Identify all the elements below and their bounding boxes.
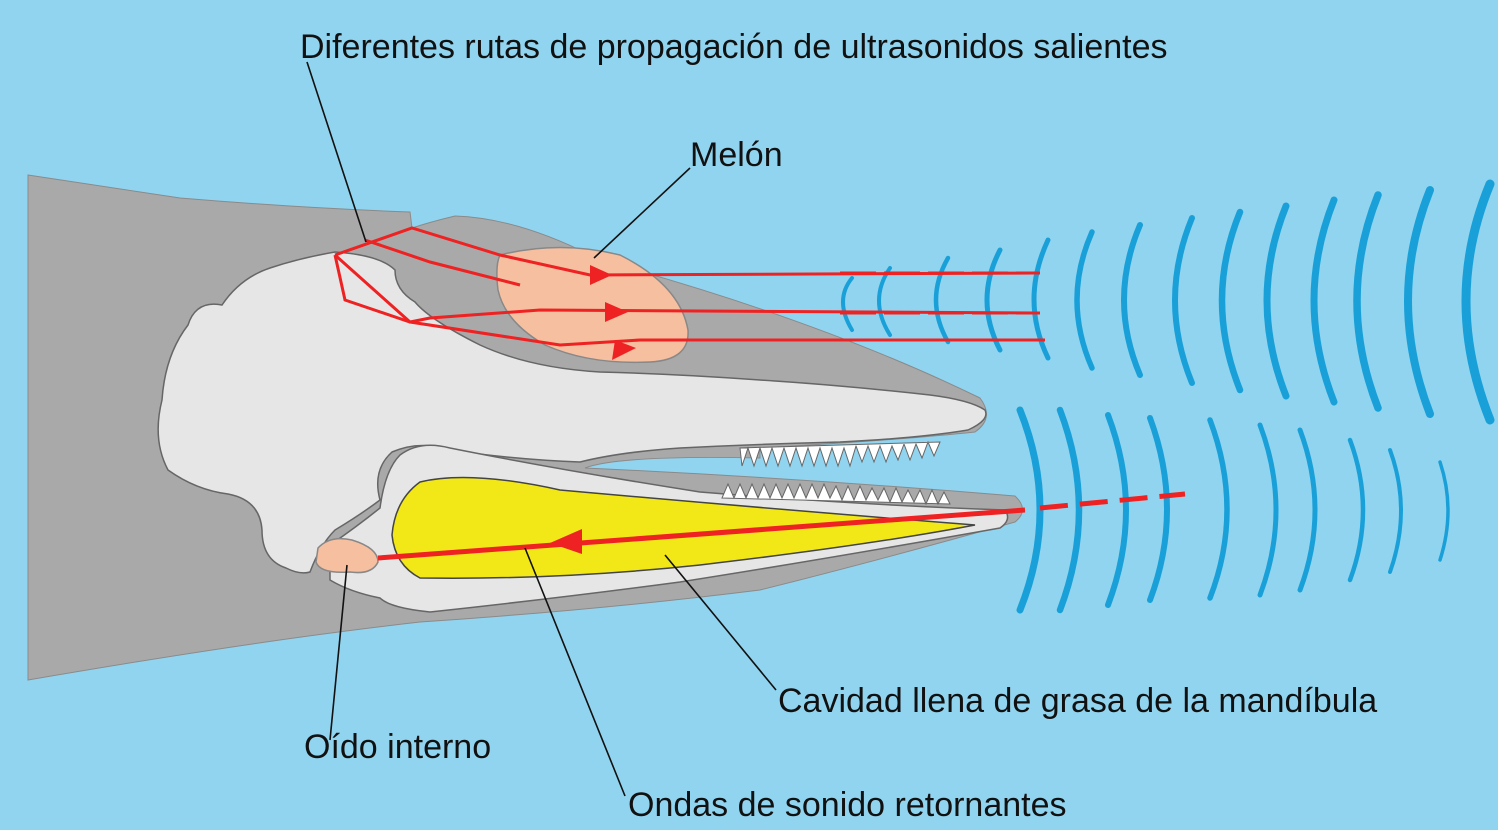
label-inner-ear: Oído interno <box>304 728 491 766</box>
label-returning-waves: Ondas de sonido retornantes <box>628 786 1067 824</box>
label-melon: Melón <box>690 136 783 174</box>
label-fat-cavity: Cavidad llena de grasa de la mandíbula <box>778 682 1377 720</box>
label-outgoing-routes: Diferentes rutas de propagación de ultra… <box>300 28 1168 66</box>
